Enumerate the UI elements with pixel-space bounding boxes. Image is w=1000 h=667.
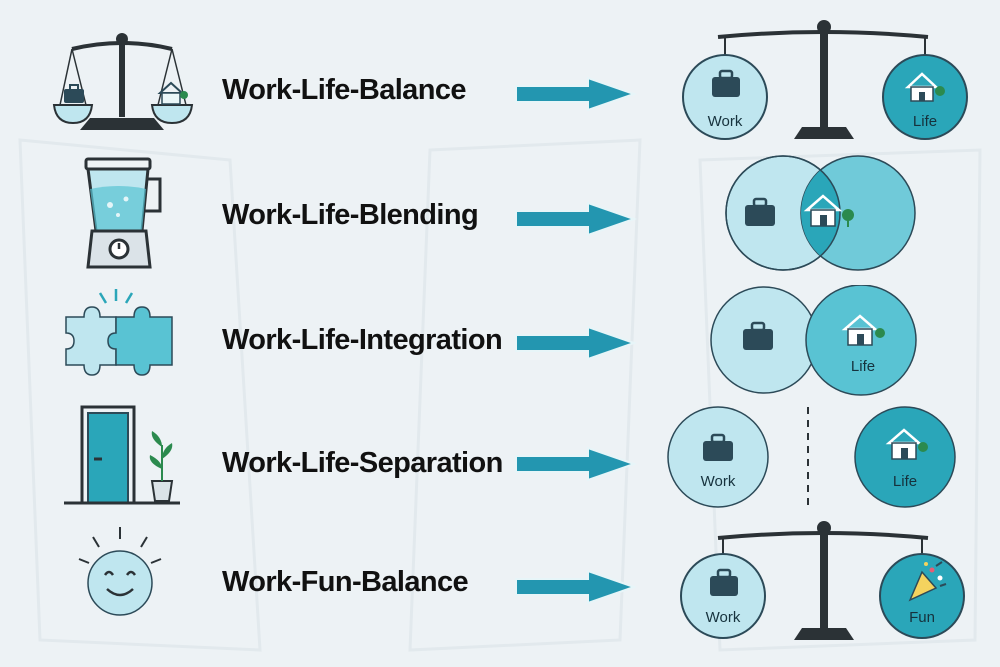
- separation-diagram: Work Life: [667, 406, 956, 508]
- arrow-right-icon: [515, 77, 638, 111]
- circle-label-work: Work: [706, 609, 741, 626]
- arrow-right-icon: [515, 447, 638, 481]
- circle-label-work: Work: [701, 473, 736, 490]
- arrow-right-icon: [515, 570, 638, 604]
- party-popper-icon: [908, 561, 947, 602]
- puzzle-icon: [65, 289, 173, 376]
- arrow-right-icon: [515, 326, 638, 360]
- smiley-sun-icon: [78, 527, 162, 616]
- integration-diagram: Life: [710, 285, 917, 396]
- briefcase-icon: [743, 321, 773, 350]
- row-label-fun-balance: Work-Fun-Balance: [222, 566, 469, 598]
- balance-scale-icon: [52, 33, 194, 130]
- circle-label-life: Life: [851, 358, 875, 375]
- blender-icon: [84, 157, 162, 269]
- row-label-blending: Work-Life-Blending: [222, 199, 479, 231]
- briefcase-icon: [712, 69, 740, 97]
- blending-diagram: [725, 155, 916, 271]
- arrow-right-icon: [515, 202, 638, 236]
- fun-circle: [879, 553, 965, 639]
- house-icon: [841, 314, 885, 346]
- house-icon: [803, 194, 854, 227]
- circle-label-life: Life: [913, 113, 937, 130]
- row-label-separation: Work-Life-Separation: [222, 447, 503, 479]
- row-label-balance: Work-Life-Balance: [222, 74, 466, 106]
- house-icon: [885, 428, 928, 460]
- briefcase-icon: [710, 568, 738, 596]
- row-label-integration: Work-Life-Integration: [222, 324, 503, 356]
- circle-label-work: Work: [708, 113, 743, 130]
- fun-balance-diagram: Work Fun: [680, 521, 965, 640]
- circle-label-fun: Fun: [909, 609, 935, 626]
- briefcase-icon: [703, 433, 733, 461]
- balance-diagram: Work Life: [682, 20, 968, 140]
- house-icon: [904, 72, 945, 102]
- circle-label-life: Life: [893, 473, 917, 490]
- door-plant-icon: [64, 405, 180, 505]
- briefcase-icon: [745, 197, 775, 226]
